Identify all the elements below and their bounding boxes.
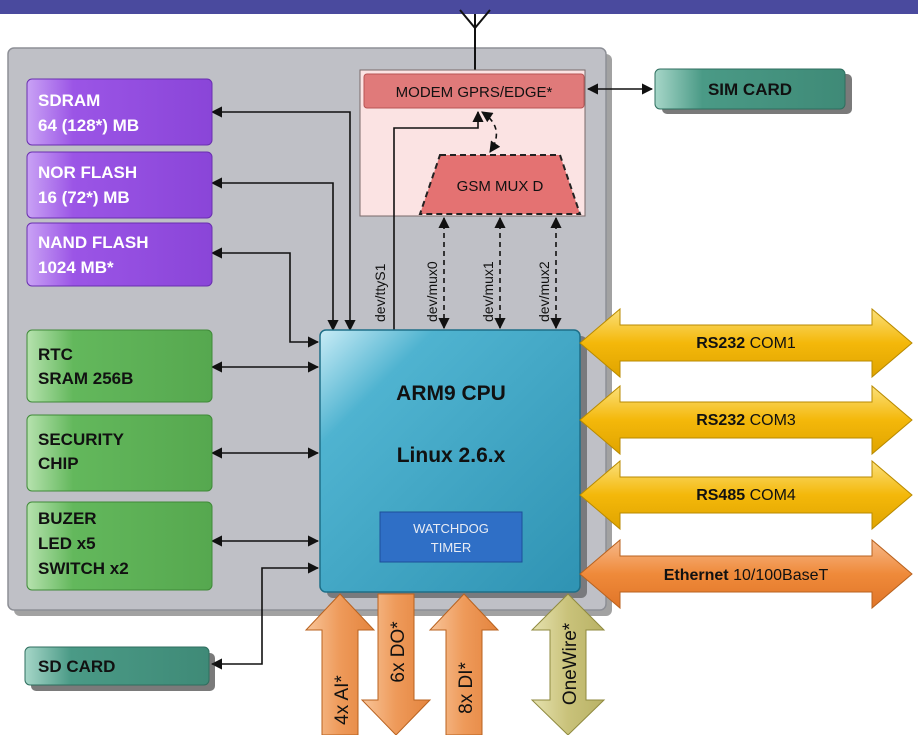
memory-label-line1: SDRAM <box>38 91 100 110</box>
cpu-os-label: Linux 2.6.x <box>397 444 506 467</box>
port-rest-label: COM1 <box>745 335 796 352</box>
io-digital-inputs: 8x DI* <box>428 593 500 735</box>
port-rs232-com1: RS232 COM1 <box>579 307 913 379</box>
dev-mux2-label: dev/mux2 <box>536 261 552 322</box>
mux-lines <box>438 111 562 330</box>
memory-block-nor-flash: NOR FLASH 16 (72*) MB <box>26 151 213 219</box>
svg-text:RS232 COM3: RS232 COM3 <box>696 412 796 429</box>
watchdog-line1: WATCHDOG <box>413 521 489 536</box>
watchdog-line2: TIMER <box>431 540 471 555</box>
peripheral-label-line1: SECURITY <box>38 430 125 449</box>
gsm-mux-block <box>418 154 582 215</box>
port-bold-label: Ethernet <box>664 567 730 584</box>
memory-label-line2: 16 (72*) MB <box>38 188 130 207</box>
sd-card-block <box>24 646 210 686</box>
peripheral-block-buzer: BUZER LED x5 SWITCH x2 <box>26 501 213 591</box>
peripheral-block-rtc: RTC SRAM 256B <box>26 329 213 403</box>
dev-mux0-label: dev/mux0 <box>424 261 440 322</box>
peripheral-label-line2: SRAM 256B <box>38 369 133 388</box>
watchdog-block <box>379 511 523 563</box>
dev-ttys1-label: dev/ttyS1 <box>372 263 388 322</box>
memory-label-line1: NOR FLASH <box>38 163 137 182</box>
port-rest-label: COM3 <box>745 412 796 429</box>
io-analog-inputs: 4x AI* <box>304 593 376 735</box>
antenna-icon <box>459 9 491 70</box>
peripheral-label-line3: SWITCH x2 <box>38 559 129 578</box>
io-onewire: OneWire* <box>530 593 606 735</box>
connection-lines <box>210 83 654 670</box>
sim-card-block <box>654 68 846 110</box>
peripheral-label-line2: CHIP <box>38 454 79 473</box>
port-rs485-com4: RS485 COM4 <box>579 459 913 531</box>
peripheral-label-line1: BUZER <box>38 509 97 528</box>
port-bold-label: RS485 <box>696 487 745 504</box>
peripheral-label-line1: RTC <box>38 345 73 364</box>
gsm-mux-label: GSM MUX D <box>457 178 544 195</box>
peripheral-label-line2: LED x5 <box>38 534 96 553</box>
memory-label-line1: NAND FLASH <box>38 233 149 252</box>
port-bold-label: RS232 <box>696 335 745 352</box>
modem-block <box>363 73 585 109</box>
sd-card-label: SD CARD <box>38 657 115 676</box>
svg-text:Ethernet 10/100BaseT: Ethernet 10/100BaseT <box>664 567 829 584</box>
peripheral-block-security-chip: SECURITY CHIP <box>26 414 213 492</box>
cpu-title: ARM9 CPU <box>396 382 506 405</box>
io-label: 8x DI* <box>456 662 477 714</box>
io-label: 6x DO* <box>388 621 409 683</box>
io-label: OneWire* <box>560 622 581 705</box>
port-bold-label: RS232 <box>696 412 745 429</box>
memory-block-sdram: SDRAM 64 (128*) MB <box>26 78 213 146</box>
port-rs232-com3: RS232 COM3 <box>579 384 913 456</box>
top-bar <box>0 0 918 14</box>
memory-label-line2: 64 (128*) MB <box>38 116 139 135</box>
port-rest-label: 10/100BaseT <box>729 567 829 584</box>
sim-card-label: SIM CARD <box>708 80 792 99</box>
port-rest-label: COM4 <box>745 487 796 504</box>
memory-block-nand-flash: NAND FLASH 1024 MB* <box>26 222 213 287</box>
dev-mux1-label: dev/mux1 <box>480 261 496 322</box>
port-ethernet: Ethernet 10/100BaseT <box>579 538 913 610</box>
svg-text:RS485 COM4: RS485 COM4 <box>696 487 796 504</box>
modem-label: MODEM GPRS/EDGE* <box>396 84 553 101</box>
io-digital-outputs: 6x DO* <box>360 593 432 735</box>
svg-text:RS232 COM1: RS232 COM1 <box>696 335 796 352</box>
memory-label-line2: 1024 MB* <box>38 258 114 277</box>
io-label: 4x AI* <box>332 675 353 725</box>
